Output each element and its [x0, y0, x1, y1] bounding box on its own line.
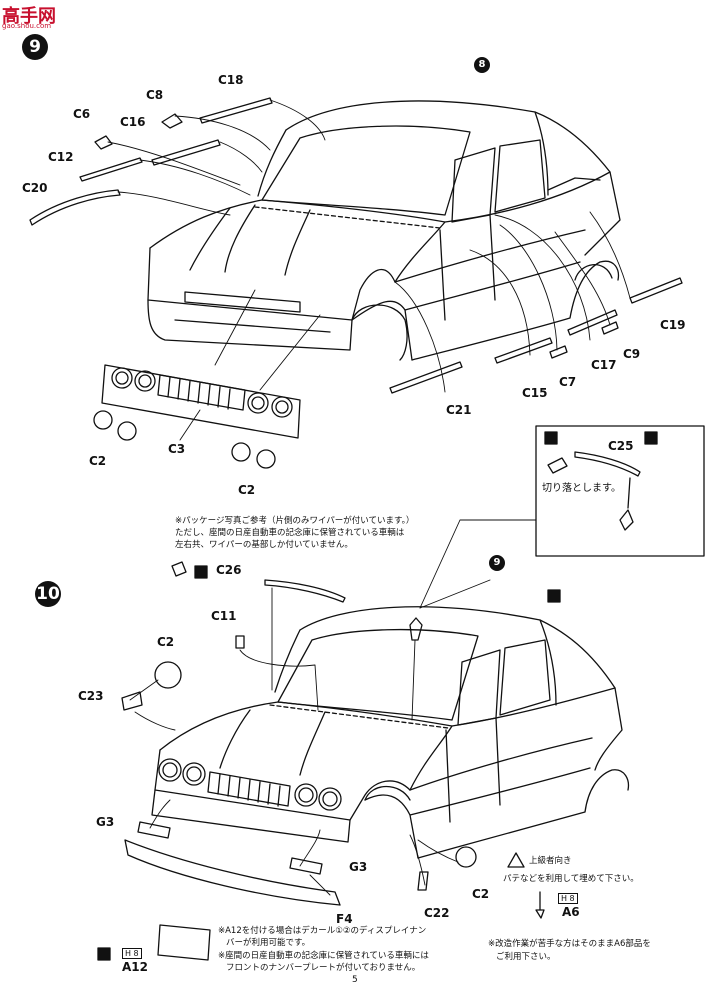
part-label: C3 — [168, 442, 186, 456]
inset-note: 切り落とします。 — [542, 483, 621, 494]
inset-part-label: C25 — [608, 439, 634, 453]
step9-inset — [535, 425, 705, 557]
part-label: C2 — [157, 635, 175, 649]
part-label: C20 — [22, 181, 48, 195]
a12-note-line: バーが利用可能です。 — [226, 938, 311, 948]
part-label: C7 — [559, 375, 577, 389]
part-label: A6 — [562, 905, 580, 919]
part-label: C17 — [591, 358, 617, 372]
part-label: C12 — [48, 150, 74, 164]
part-label: C18 — [218, 73, 244, 87]
step-number-9: 9 — [22, 34, 48, 60]
watermark-logo: 高手网 gao.shou.com — [2, 2, 72, 30]
warning-text: パテなどを利用して埋めて下さい。 — [503, 874, 639, 884]
warning-title: 上級者向き — [529, 856, 572, 866]
part-label: A12 — [122, 960, 148, 974]
step9-car-body — [147, 100, 621, 361]
wiper-note-line: ※パッケージ写真ご参考（片側のみワイパーが付いています。） — [175, 516, 415, 526]
a12-note-line: ※座間の日産自動車の記念庫に保管されている車輌には — [218, 951, 429, 961]
body-part-number: 9 — [489, 555, 505, 571]
a12-color-box: H 8 — [122, 948, 142, 959]
step-number-10: 10 — [35, 581, 61, 607]
part-label: C22 — [424, 906, 450, 920]
a6-note-line: ご利用下さい。 — [496, 952, 556, 962]
part-label: F4 — [336, 912, 353, 926]
wiper-note-line: ただし、座間の日産自動車の記念庫に保管されている車輌は — [175, 528, 405, 538]
part-label: G3 — [96, 815, 115, 829]
part-label: C16 — [120, 115, 146, 129]
part-label: C2 — [238, 483, 256, 497]
part-label: C15 — [522, 386, 548, 400]
part-label: C6 — [73, 107, 91, 121]
watermark-title: 高手网 — [2, 6, 56, 27]
part-label: C9 — [623, 347, 641, 361]
part-label: C11 — [211, 609, 237, 623]
a6-note-line: ※改造作業が苦手な方はそのままA6部品を — [488, 939, 651, 949]
step9-leader-lines — [107, 99, 631, 441]
step10-leader-lines — [129, 519, 537, 896]
part-label: C26 — [216, 563, 242, 577]
step10-car-body — [151, 606, 630, 859]
wiper-note-line: 左右共、ワイパーの基部しか付いていません。 — [175, 540, 353, 550]
step10-parts — [97, 561, 561, 961]
watermark-subtitle: gao.shou.com — [2, 22, 52, 30]
part-label: C23 — [78, 689, 104, 703]
part-label: C21 — [446, 403, 472, 417]
warning-triangle — [507, 852, 525, 868]
body-part-number: 8 — [474, 57, 490, 73]
step9-small-parts — [29, 97, 683, 394]
page-number: 5 — [352, 975, 358, 985]
a12-note-line: フロントのナンバープレートが付いておりません。 — [226, 963, 421, 973]
part-label: G3 — [349, 860, 368, 874]
step9-grille-panel — [93, 364, 301, 469]
a6-color-box: H 8 — [558, 893, 578, 904]
part-label: C8 — [146, 88, 164, 102]
part-label: C2 — [472, 887, 490, 901]
a12-note-line: ※A12を付ける場合はデカール①②のディスプレイナン — [218, 926, 427, 936]
part-label: C19 — [660, 318, 686, 332]
part-label: C2 — [89, 454, 107, 468]
